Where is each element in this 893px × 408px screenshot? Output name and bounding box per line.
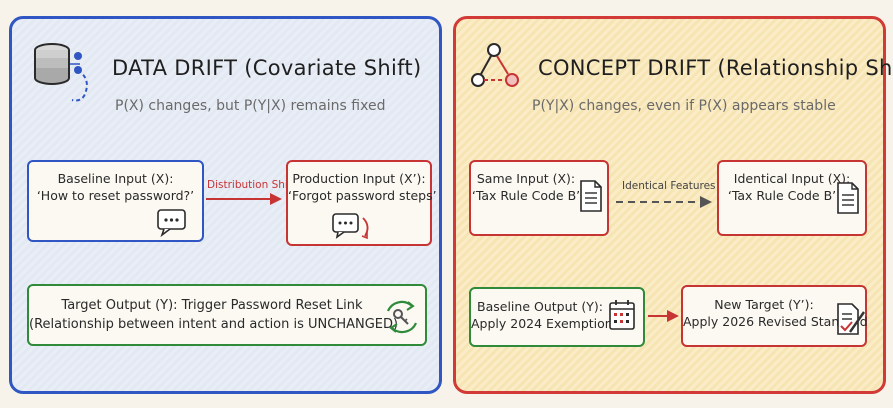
new-target-label: New Target (Y’): (714, 297, 814, 312)
same-input-box: Same Input (X): ‘Tax Rule Code B’ (469, 160, 609, 236)
identical-input-value: ‘Tax Rule Code B’ (727, 188, 837, 203)
baseline-output-label: Baseline Output (Y): (477, 299, 603, 314)
new-target-value: Apply 2026 Revised Standard (683, 314, 868, 329)
concept-drift-subtitle: P(Y|X) changes, even if P(X) appears sta… (532, 98, 836, 114)
target-output-line1: Target Output (Y): Trigger Password Rese… (61, 298, 363, 313)
baseline-output-box: Baseline Output (Y): Apply 2024 Exemptio… (469, 287, 645, 347)
same-input-label: Same Input (X): (476, 171, 576, 186)
production-input-box: Production Input (X’): ‘Forgot password … (286, 160, 437, 246)
data-drift-title: DATA DRIFT (Covariate Shift) (112, 56, 422, 80)
baseline-output-value: Apply 2024 Exemption (471, 316, 613, 331)
concept-drift-title: CONCEPT DRIFT (Relationship Shift) (538, 56, 893, 80)
identical-features-label: Identical Features (622, 180, 716, 192)
identical-input-box: Identical Input (X): ‘Tax Rule Code B’ (717, 160, 867, 236)
baseline-input-value: ‘How to reset password?’ (36, 188, 195, 203)
same-input-value: ‘Tax Rule Code B’ (471, 188, 581, 203)
new-target-box: New Target (Y’): Apply 2026 Revised Stan… (681, 285, 868, 347)
data-drift-subtitle: P(X) changes, but P(Y|X) remains fixed (115, 98, 386, 114)
production-input-label: Production Input (X’): (292, 171, 426, 186)
distribution-shift-label: Distribution Shift (207, 179, 296, 191)
production-input-value: ‘Forgot password steps’ (288, 188, 437, 203)
target-output-box: Target Output (Y): Trigger Password Rese… (27, 284, 427, 346)
identical-input-label: Identical Input (X): (733, 171, 851, 186)
target-output-line2: (Relationship between intent and action … (29, 317, 399, 332)
baseline-input-box: Baseline Input (X): ‘How to reset passwo… (27, 160, 204, 242)
baseline-input-label: Baseline Input (X): (57, 171, 174, 186)
